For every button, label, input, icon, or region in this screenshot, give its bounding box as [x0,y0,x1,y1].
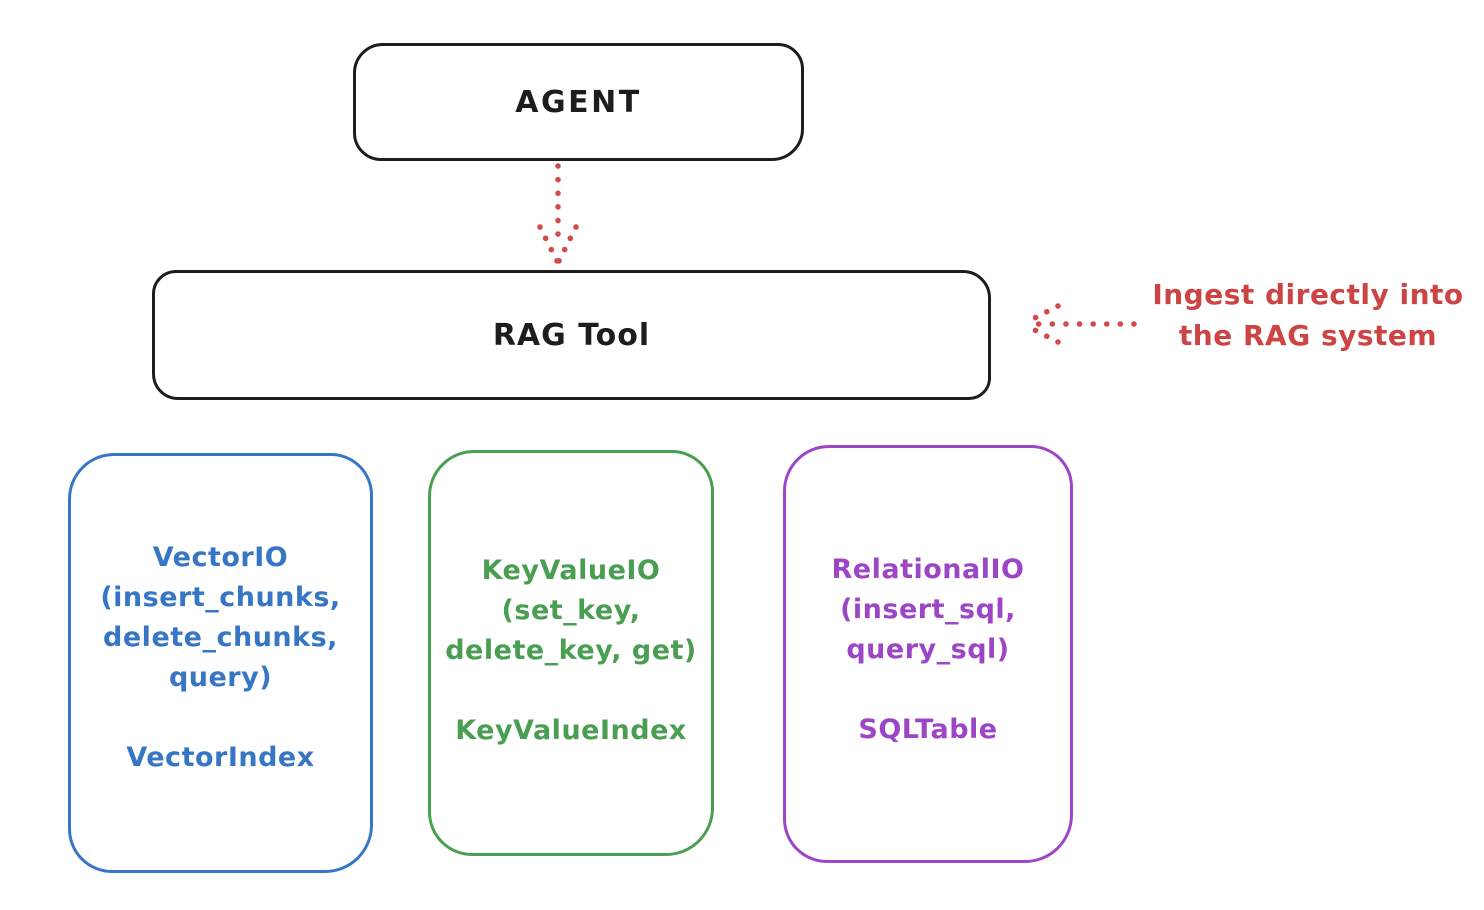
store-title: VectorIO [152,542,289,573]
relational-io-text: RelationalIO (insert_sql, query_sql) SQL… [786,550,1070,750]
store-params-line: (insert_chunks, [100,582,341,613]
store-params-line: (insert_sql, [840,594,1016,625]
store-title: KeyValueIO [481,555,661,586]
store-params-line: delete_key, get) [445,635,697,666]
ingest-annotation-line1: Ingest directly into [1152,278,1464,311]
store-index-label: KeyValueIndex [455,715,687,746]
ingest-annotation-line2: the RAG system [1178,319,1438,352]
store-params-line: query_sql) [846,634,1010,665]
dotted-arrow-left-icon [1022,303,1137,345]
vector-io-box: VectorIO (insert_chunks, delete_chunks, … [68,453,373,873]
store-params-line: delete_chunks, [103,622,338,653]
ingest-annotation: Ingest directly into the RAG system [1133,274,1483,356]
keyvalue-io-text: KeyValueIO (set_key, delete_key, get) Ke… [431,551,711,751]
store-title: RelationalIO [831,554,1025,585]
agent-label: AGENT [515,84,642,120]
store-index-label: VectorIndex [126,742,315,773]
dotted-arrow-down-icon [537,163,579,264]
store-params-line: query) [168,662,273,693]
rag-tool-node: RAG Tool [152,270,991,400]
rag-tool-label: RAG Tool [492,317,651,353]
relational-io-box: RelationalIO (insert_sql, query_sql) SQL… [783,445,1073,863]
keyvalue-io-box: KeyValueIO (set_key, delete_key, get) Ke… [428,450,714,856]
store-index-label: SQLTable [858,714,998,745]
agent-node: AGENT [353,43,804,161]
store-params-line: (set_key, [501,595,641,626]
vector-io-text: VectorIO (insert_chunks, delete_chunks, … [71,538,370,778]
